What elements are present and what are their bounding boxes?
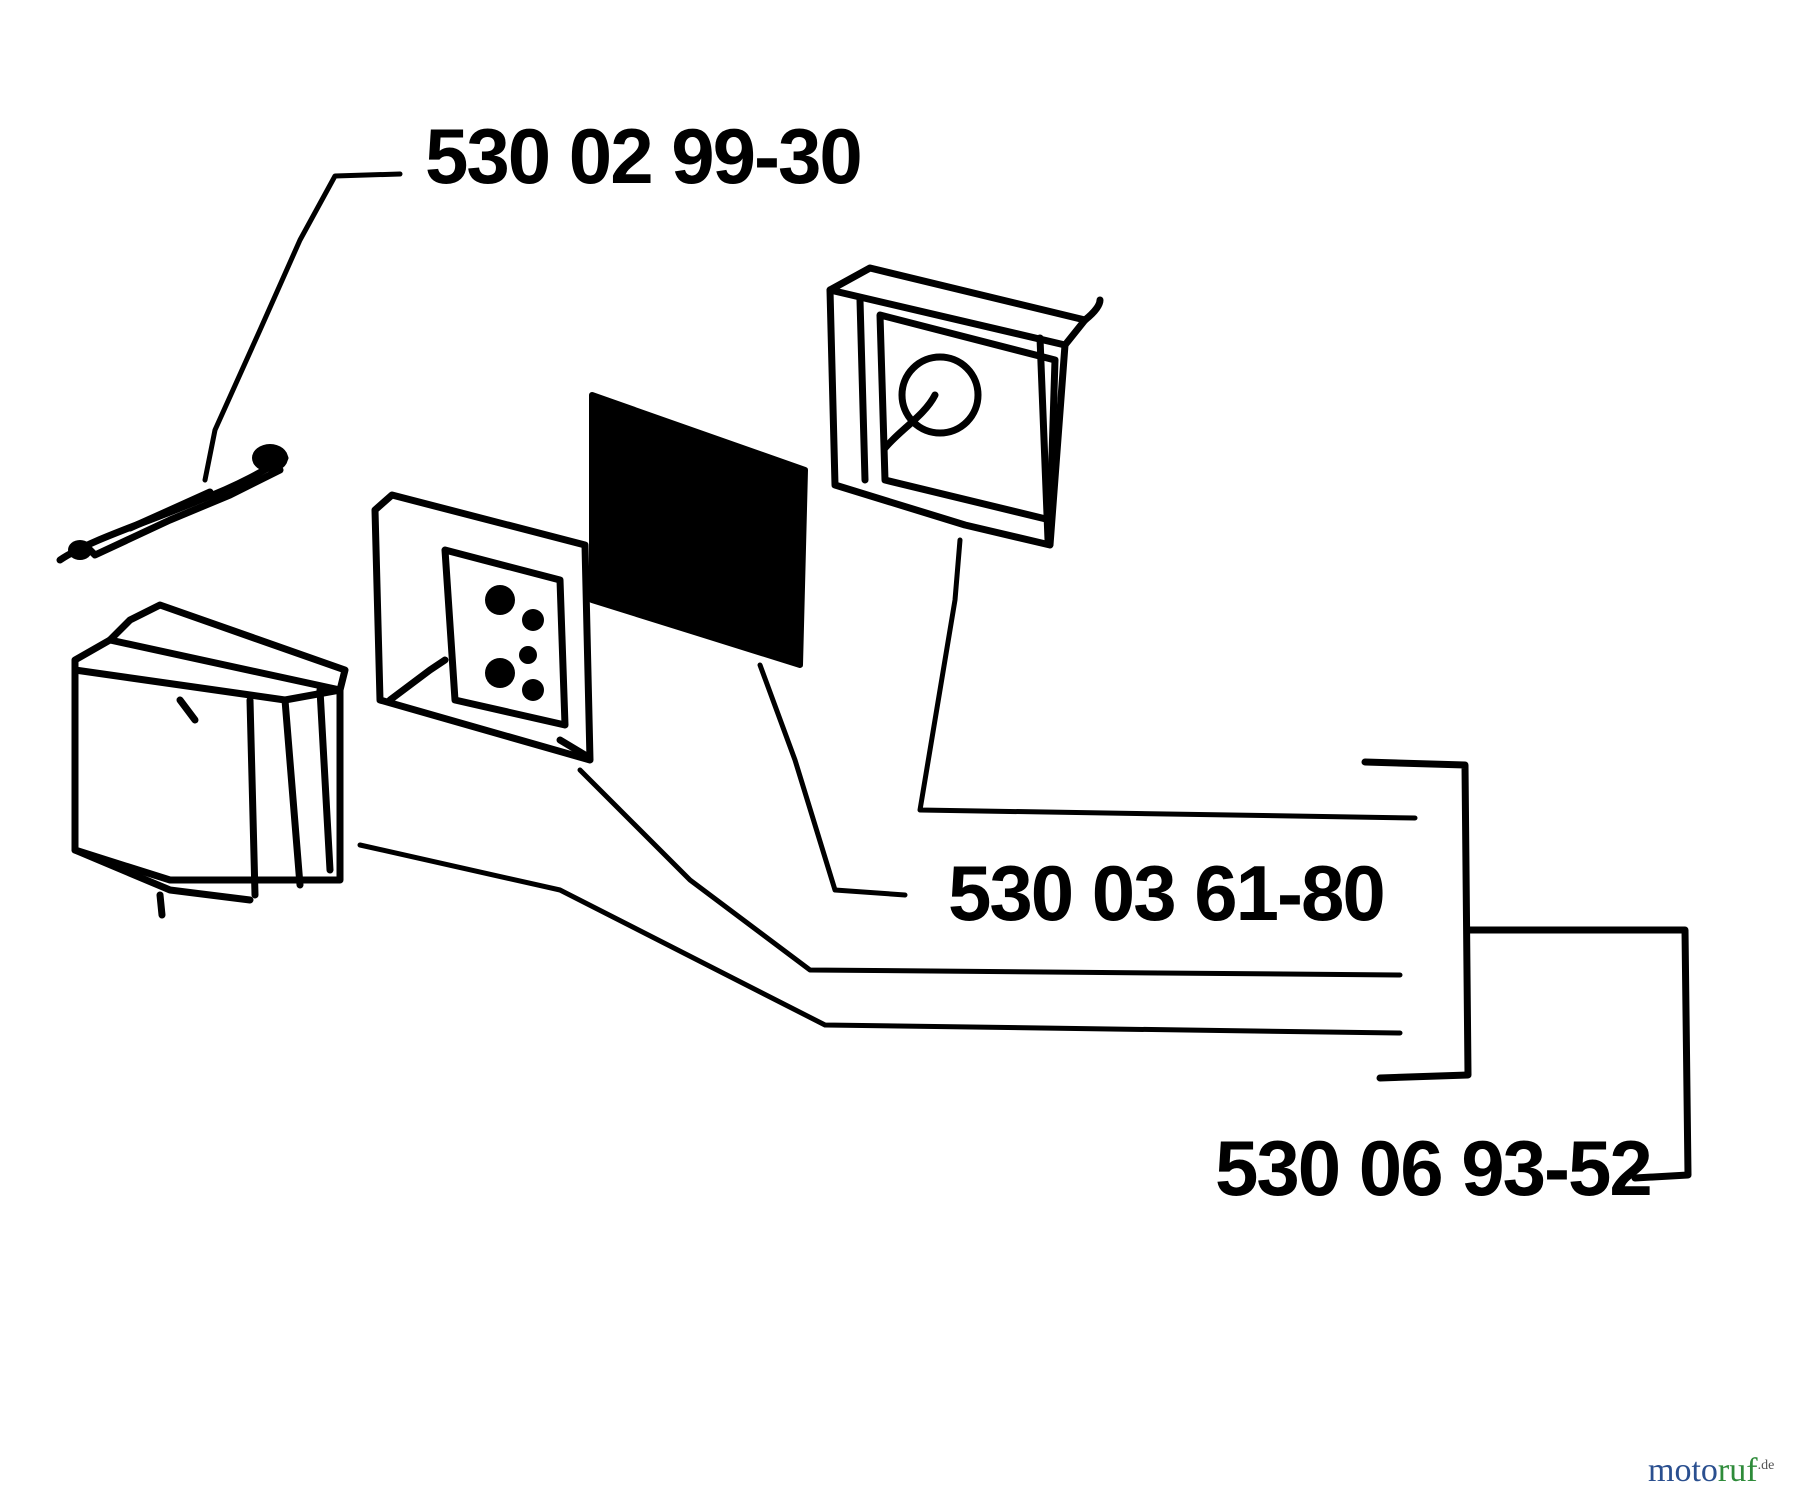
leader-spark-plug — [202, 171, 403, 483]
part-number-spark-plug-cover: 530 02 99-30 — [425, 112, 861, 200]
filter-plate-middle — [371, 491, 594, 764]
watermark-part1: moto — [1648, 1452, 1718, 1489]
filter-housing-rear — [826, 264, 1104, 549]
part-number-complete-assembly: 530 06 93-52 — [1215, 1124, 1651, 1212]
leader-filter-plate — [577, 767, 1403, 978]
leader-filter-element — [757, 662, 908, 898]
filter-cover-front — [71, 601, 349, 919]
group-bracket-inner — [1361, 758, 1472, 1082]
filter-element-black — [589, 392, 808, 668]
spark-plug-part — [56, 444, 289, 564]
leader-housing — [917, 537, 1418, 821]
watermark-part2: ruf — [1718, 1452, 1758, 1489]
part-number-filter-set: 530 03 61-80 — [948, 849, 1384, 937]
leader-filter-cover — [357, 842, 1403, 1036]
watermark-suffix: .de — [1758, 1458, 1775, 1473]
svg-text:motoruf.de: motoruf.de — [1648, 1452, 1774, 1489]
group-bracket-outer — [1464, 926, 1692, 1182]
watermark-logo: motoruf.de — [1648, 1452, 1774, 1489]
